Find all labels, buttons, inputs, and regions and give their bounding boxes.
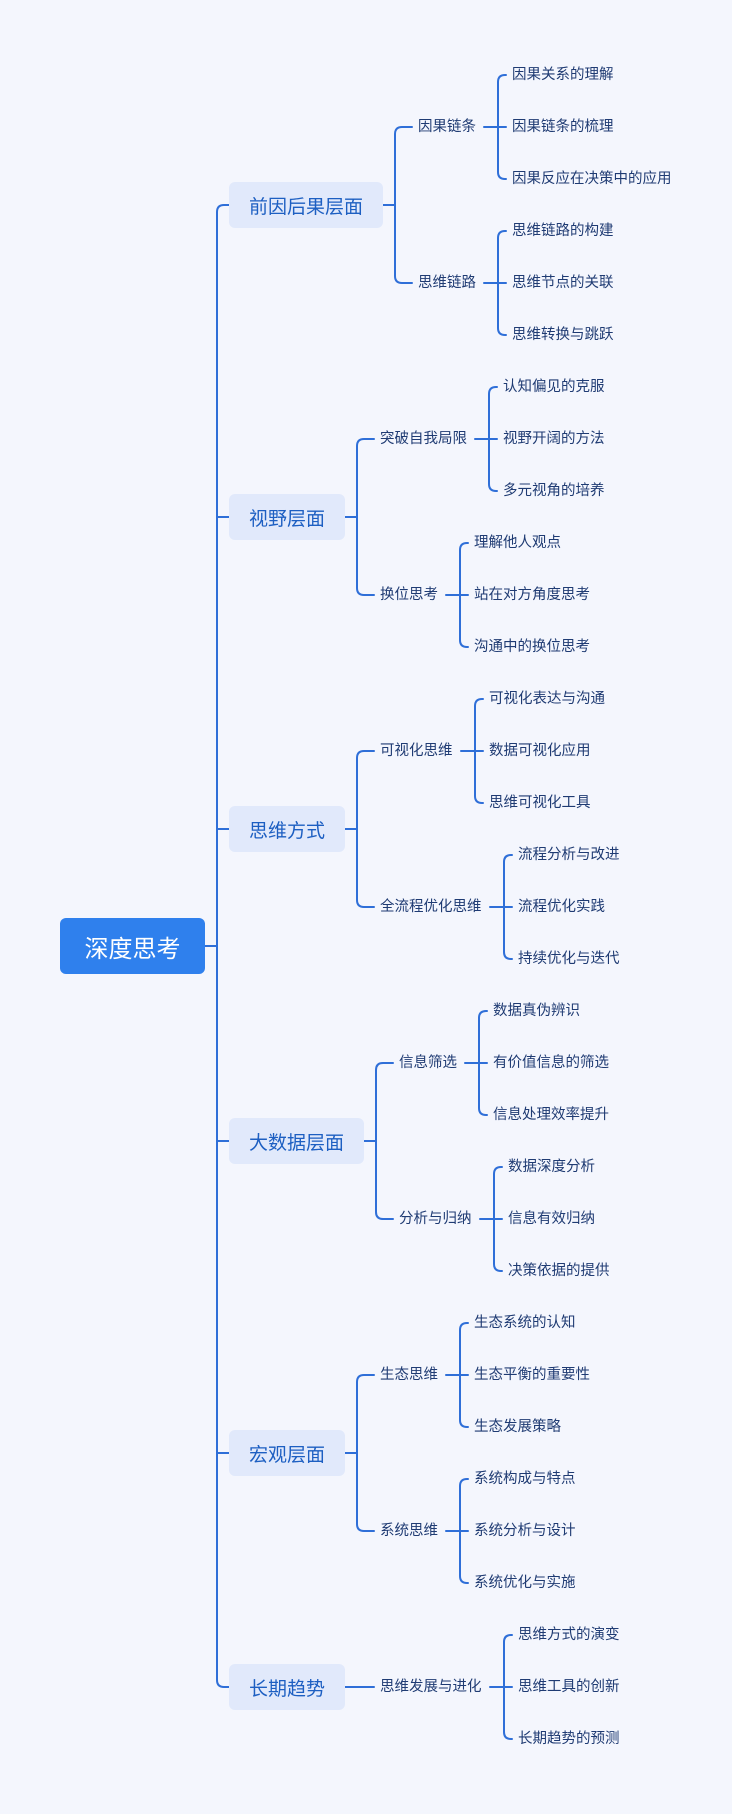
subtopic-node-2-2-2[interactable]: 站在对方角度思考: [474, 587, 590, 603]
subtopic-node-4-1-3[interactable]: 信息处理效率提升: [493, 1107, 609, 1123]
subtopic-node-6-1-1[interactable]: 思维方式的演变: [518, 1627, 620, 1643]
topic-2-2-connector-spine: [459, 542, 469, 648]
topic-6-1-connector-spine: [503, 1634, 513, 1740]
topic-5-1-connector-spine: [459, 1322, 469, 1428]
subtopic-node-2-1-3[interactable]: 多元视角的培养: [503, 483, 605, 499]
root-trunk: [216, 204, 230, 1688]
topic-4-2-connector-spine: [493, 1166, 503, 1272]
subtopic-node-2-2-3[interactable]: 沟通中的换位思考: [474, 639, 590, 655]
subtopic-node-5-1-1[interactable]: 生态系统的认知: [474, 1315, 576, 1331]
subtopic-node-5-2-2[interactable]: 系统分析与设计: [474, 1523, 576, 1539]
subtopic-node-5-2-3[interactable]: 系统优化与实施: [474, 1575, 576, 1591]
topic-1-1-connector-spine: [497, 74, 507, 180]
subtopic-node-4-1-1[interactable]: 数据真伪辨识: [493, 1003, 580, 1019]
subtopic-node-6-1-3[interactable]: 长期趋势的预测: [518, 1731, 620, 1747]
topic-node-4-2[interactable]: 分析与归纳: [399, 1211, 472, 1227]
topic-5-2-connector-spine: [459, 1478, 469, 1584]
subtopic-node-4-2-2[interactable]: 信息有效归纳: [508, 1211, 595, 1227]
topic-node-6-1[interactable]: 思维发展与进化: [380, 1679, 482, 1695]
branch-node-1[interactable]: 前因后果层面: [229, 182, 384, 228]
subtopic-node-2-1-1[interactable]: 认知偏见的克服: [503, 379, 605, 395]
subtopic-node-2-1-2[interactable]: 视野开阔的方法: [503, 431, 605, 447]
topic-3-2-connector-spine: [503, 854, 513, 960]
topic-node-2-2[interactable]: 换位思考: [380, 587, 438, 603]
subtopic-node-1-2-2[interactable]: 思维节点的关联: [512, 275, 614, 291]
subtopic-node-3-1-3[interactable]: 思维可视化工具: [489, 795, 591, 811]
subtopic-node-1-2-1[interactable]: 思维链路的构建: [512, 223, 614, 239]
subtopic-node-4-1-2[interactable]: 有价值信息的筛选: [493, 1055, 609, 1071]
topic-node-4-1[interactable]: 信息筛选: [399, 1055, 457, 1071]
topic-node-5-1[interactable]: 生态思维: [380, 1367, 438, 1383]
subtopic-node-5-1-2[interactable]: 生态平衡的重要性: [474, 1367, 590, 1383]
subtopic-node-3-1-2[interactable]: 数据可视化应用: [489, 743, 591, 759]
subtopic-node-2-2-1[interactable]: 理解他人观点: [474, 535, 561, 551]
topic-3-1-connector-spine: [474, 698, 484, 804]
topic-node-3-2[interactable]: 全流程优化思维: [380, 899, 482, 915]
branch-node-2[interactable]: 视野层面: [229, 494, 346, 540]
subtopic-node-3-2-1[interactable]: 流程分析与改进: [518, 847, 620, 863]
branch-5-connector-spine: [356, 1374, 375, 1532]
topic-2-1-connector-spine: [488, 386, 498, 492]
subtopic-node-1-1-3[interactable]: 因果反应在决策中的应用: [512, 171, 672, 187]
subtopic-node-4-2-1[interactable]: 数据深度分析: [508, 1159, 595, 1175]
topic-1-2-connector-spine: [497, 230, 507, 336]
subtopic-node-4-2-3[interactable]: 决策依据的提供: [508, 1263, 610, 1279]
topic-4-1-connector-spine: [478, 1010, 488, 1116]
branch-node-5[interactable]: 宏观层面: [229, 1430, 346, 1476]
topic-node-1-1[interactable]: 因果链条: [418, 119, 476, 135]
subtopic-node-1-1-1[interactable]: 因果关系的理解: [512, 67, 614, 83]
subtopic-node-1-2-3[interactable]: 思维转换与跳跃: [512, 327, 614, 343]
branch-node-3[interactable]: 思维方式: [229, 806, 346, 852]
subtopic-node-3-2-2[interactable]: 流程优化实践: [518, 899, 605, 915]
branch-4-connector-spine: [375, 1062, 394, 1220]
subtopic-node-1-1-2[interactable]: 因果链条的梳理: [512, 119, 614, 135]
subtopic-node-5-1-3[interactable]: 生态发展策略: [474, 1419, 561, 1435]
branch-2-connector-spine: [356, 438, 375, 596]
subtopic-node-5-2-1[interactable]: 系统构成与特点: [474, 1471, 576, 1487]
topic-node-2-1[interactable]: 突破自我局限: [380, 431, 467, 447]
subtopic-node-3-2-3[interactable]: 持续优化与迭代: [518, 951, 620, 967]
subtopic-node-6-1-2[interactable]: 思维工具的创新: [518, 1679, 620, 1695]
topic-node-1-2[interactable]: 思维链路: [418, 275, 476, 291]
branch-node-6[interactable]: 长期趋势: [229, 1664, 346, 1710]
branch-3-connector-spine: [356, 750, 375, 908]
branch-1-connector-spine: [394, 126, 413, 284]
branch-node-4[interactable]: 大数据层面: [229, 1118, 365, 1164]
topic-node-5-2[interactable]: 系统思维: [380, 1523, 438, 1539]
root-node[interactable]: 深度思考: [60, 918, 205, 974]
topic-node-3-1[interactable]: 可视化思维: [380, 743, 453, 759]
subtopic-node-3-1-1[interactable]: 可视化表达与沟通: [489, 691, 605, 707]
